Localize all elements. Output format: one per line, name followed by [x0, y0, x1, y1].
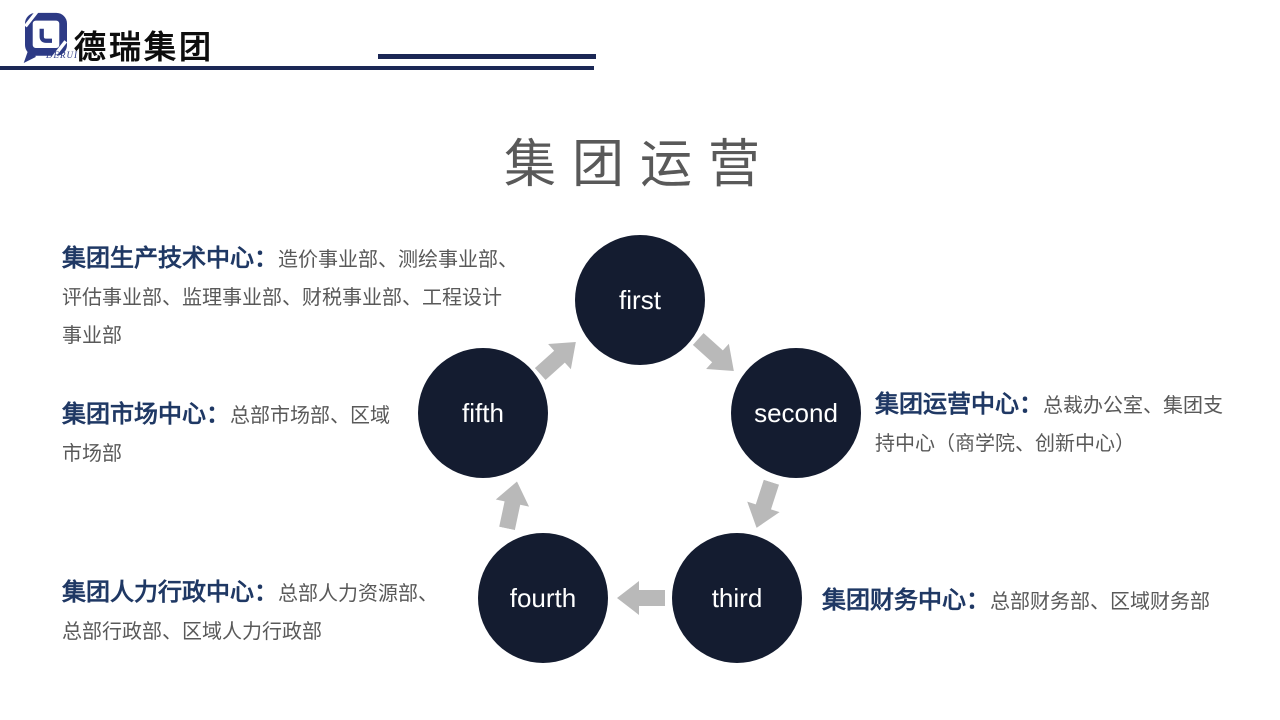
- section-body: 造价事业部、测绘事业部、评估事业部、监理事业部、财税事业部、工程设计事业部: [62, 249, 518, 347]
- section-body: 总部财务部、区域财务部: [990, 591, 1210, 613]
- section-body: 总裁办公室、集团支持中心（商学院、创新中心）: [875, 395, 1223, 455]
- cycle-node-first: first: [575, 235, 705, 365]
- node-label: first: [619, 284, 661, 315]
- arrow-fifth-to-first-icon: [534, 341, 576, 381]
- brand-name: 德瑞集团: [74, 29, 215, 65]
- node-label: second: [754, 397, 838, 428]
- section-finance-center: 集团财务中心：总部财务部、区域财务部: [822, 582, 1210, 621]
- cycle-node-second: second: [731, 348, 861, 478]
- section-body: 总部市场部、区域市场部: [62, 405, 390, 465]
- node-label: fourth: [509, 582, 577, 613]
- section-heading: 集团生产技术中心：: [62, 245, 278, 272]
- section-heading: 集团人力行政中心：: [62, 579, 278, 606]
- section-body: 总部人力资源部、总部行政部、区域人力行政部: [62, 583, 438, 643]
- cycle-node-fourth: fourth: [478, 533, 608, 663]
- section-heading: 集团运营中心：: [875, 391, 1043, 418]
- brand-name-latin: DERUI: [46, 50, 78, 60]
- section-heading: 集团财务中心：: [822, 587, 990, 614]
- header-accent-line-long: [0, 66, 594, 70]
- header-accent-line-short: [378, 54, 596, 59]
- node-label: fifth: [462, 397, 504, 428]
- arrow-second-to-third-icon: [747, 479, 780, 528]
- page-title: 集团运营: [503, 136, 776, 194]
- section-hr-admin-center: 集团人力行政中心：总部人力资源部、总部行政部、区域人力行政部: [62, 574, 444, 651]
- arrow-fourth-to-fifth-icon: [495, 481, 530, 531]
- section-production-tech-center: 集团生产技术中心：造价事业部、测绘事业部、评估事业部、监理事业部、财税事业部、工…: [62, 240, 520, 355]
- section-heading: 集团市场中心：: [62, 401, 230, 428]
- derui-logo-icon: [23, 8, 68, 63]
- arrow-third-to-fourth-icon: [617, 581, 665, 615]
- section-operations-center: 集团运营中心：总裁办公室、集团支持中心（商学院、创新中心）: [875, 386, 1227, 463]
- cycle-node-third: third: [672, 533, 802, 663]
- arrow-first-to-second-icon: [692, 332, 734, 372]
- section-market-center: 集团市场中心：总部市场部、区域市场部: [62, 396, 396, 473]
- node-label: third: [711, 582, 763, 613]
- cycle-node-fifth: fifth: [418, 348, 548, 478]
